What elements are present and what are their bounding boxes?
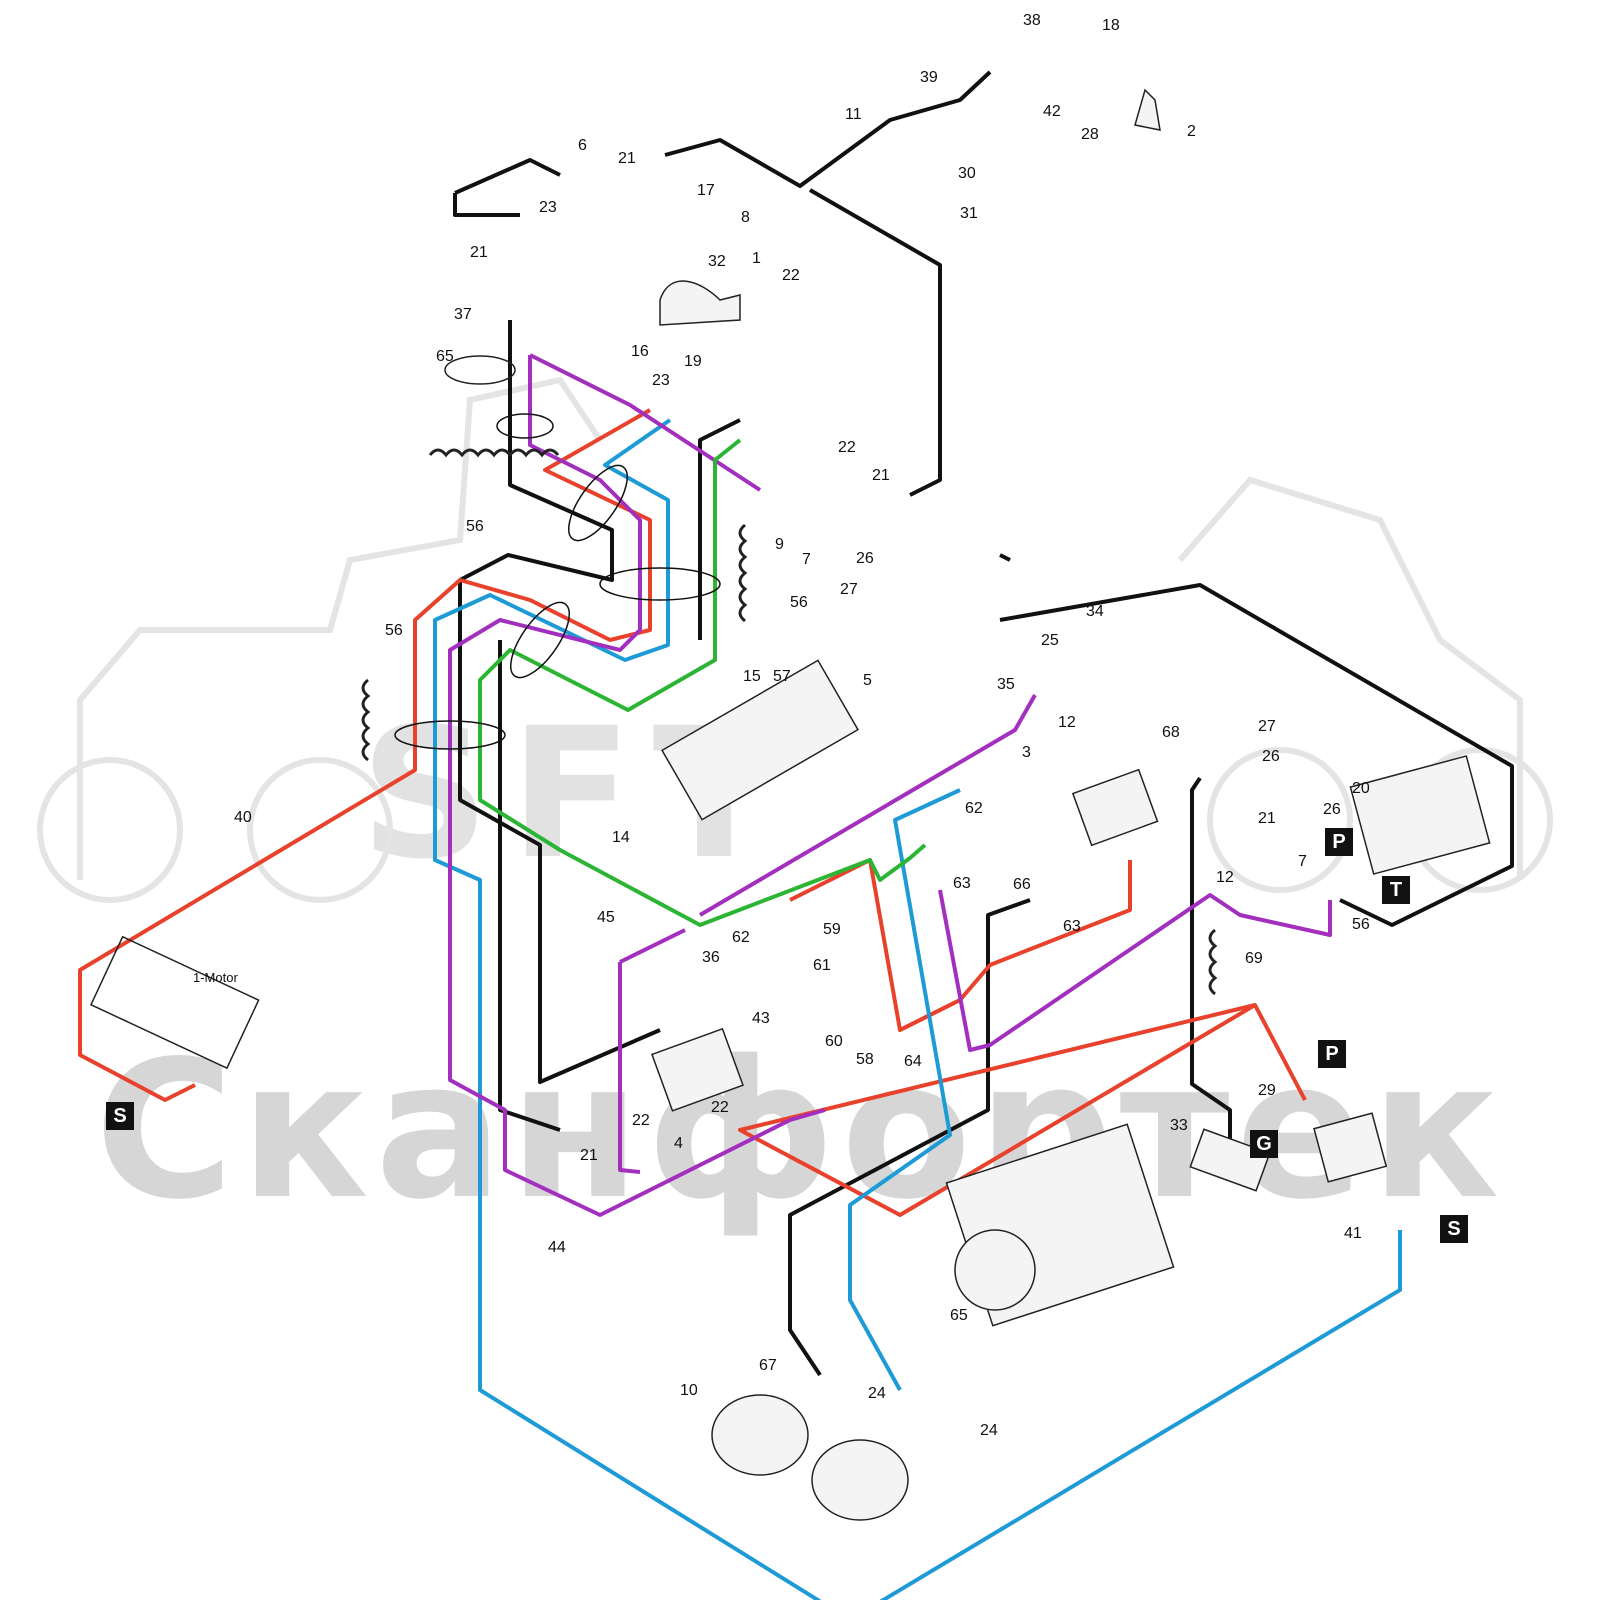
part-label-34: 34 (1086, 603, 1104, 620)
blue-hose-lines (433, 418, 1402, 1600)
part-label-43: 43 (752, 1010, 770, 1027)
part-label-62: 62 (732, 929, 750, 946)
port-tag-s-pump: S (1440, 1215, 1468, 1243)
part-label-69: 69 (1245, 950, 1263, 967)
part-label-64: 64 (904, 1053, 922, 1070)
port-tag-p-pump: P (1318, 1040, 1346, 1068)
part-label-5: 5 (863, 672, 872, 689)
part-label-19: 19 (684, 353, 702, 370)
part-label-11: 11 (845, 106, 862, 123)
part-label-12: 12 (1216, 869, 1234, 886)
part-number-labels: 1234567789101112121415161718192021212121… (234, 12, 1370, 1439)
part-label-25: 25 (1041, 632, 1059, 649)
part-label-56: 56 (466, 518, 484, 535)
part-label-6: 6 (578, 137, 587, 154)
part-label-42: 42 (1043, 103, 1061, 120)
part-label-38: 38 (1023, 12, 1041, 29)
part-label-27: 27 (840, 581, 858, 598)
part-label-33: 33 (1170, 1117, 1188, 1134)
part-label-59: 59 (823, 921, 841, 938)
part-label-18: 18 (1102, 17, 1120, 34)
part-label-56: 56 (385, 622, 403, 639)
component-sketches (89, 88, 1491, 1521)
part-label-36: 36 (702, 949, 720, 966)
part-label-61: 61 (813, 957, 831, 974)
part-label-27: 27 (1258, 718, 1276, 735)
part-label-67: 67 (759, 1357, 777, 1374)
part-label-62: 62 (965, 800, 983, 817)
part-label-40: 40 (234, 809, 252, 826)
part-label-37: 37 (454, 306, 472, 323)
part-label-39: 39 (920, 69, 938, 86)
part-label-66: 66 (1013, 876, 1031, 893)
part-label-45: 45 (597, 909, 615, 926)
part-label-31: 31 (960, 205, 978, 222)
part-label-7: 7 (802, 551, 811, 568)
part-label-22: 22 (711, 1099, 729, 1116)
tractor-watermark-outline (37, 376, 1553, 903)
cable-ties (394, 413, 721, 750)
part-label-68: 68 (1162, 724, 1180, 741)
part-label-56: 56 (790, 594, 808, 611)
part-label-23: 23 (652, 372, 670, 389)
part-label-22: 22 (782, 267, 800, 284)
part-label-10: 10 (680, 1382, 698, 1399)
part-label-21: 21 (470, 244, 488, 261)
port-tag-t-valve: T (1382, 876, 1410, 904)
part-label-3: 3 (1022, 744, 1031, 761)
spring-guards (361, 448, 1218, 996)
part-label-28: 28 (1081, 126, 1099, 143)
part-label-24: 24 (980, 1422, 998, 1439)
motor-caption: 1-Motor (193, 970, 238, 985)
port-tag-g-pump: G (1250, 1130, 1278, 1158)
port-tag-s-motor: S (106, 1102, 134, 1130)
purple-hose-lines (448, 353, 1332, 1217)
part-label-30: 30 (958, 165, 976, 182)
part-label-20: 20 (1352, 780, 1370, 797)
part-label-65: 65 (950, 1307, 968, 1324)
part-label-4: 4 (674, 1135, 683, 1152)
part-label-21: 21 (1258, 810, 1276, 827)
part-label-17: 17 (697, 182, 715, 199)
part-label-26: 26 (1323, 801, 1341, 818)
part-label-26: 26 (1262, 748, 1280, 765)
part-label-16: 16 (631, 343, 649, 360)
part-label-1: 1 (752, 250, 761, 267)
part-label-44: 44 (548, 1239, 566, 1256)
part-label-2: 2 (1187, 123, 1196, 140)
part-label-8: 8 (741, 209, 750, 226)
part-label-56: 56 (1352, 916, 1370, 933)
part-label-22: 22 (838, 439, 856, 456)
part-label-15: 15 (743, 668, 761, 685)
part-label-29: 29 (1258, 1082, 1276, 1099)
part-label-58: 58 (856, 1051, 874, 1068)
part-label-63: 63 (1063, 918, 1081, 935)
part-label-21: 21 (872, 467, 890, 484)
port-tag-p-valve: P (1325, 828, 1353, 856)
part-label-7: 7 (1298, 853, 1307, 870)
part-label-23: 23 (539, 199, 557, 216)
black-hose-lines (453, 70, 1514, 1377)
part-label-60: 60 (825, 1033, 843, 1050)
part-label-9: 9 (775, 536, 784, 553)
part-label-63: 63 (953, 875, 971, 892)
part-label-65: 65 (436, 348, 454, 365)
part-label-14: 14 (612, 829, 630, 846)
part-label-21: 21 (580, 1147, 598, 1164)
part-label-35: 35 (997, 676, 1015, 693)
part-label-12: 12 (1058, 714, 1076, 731)
part-label-41: 41 (1344, 1225, 1362, 1242)
part-label-22: 22 (632, 1112, 650, 1129)
part-label-21: 21 (618, 150, 636, 167)
part-label-24: 24 (868, 1385, 886, 1402)
part-label-26: 26 (856, 550, 874, 567)
green-hose-lines (478, 438, 927, 927)
part-label-57: 57 (773, 668, 791, 685)
part-label-32: 32 (708, 253, 726, 270)
